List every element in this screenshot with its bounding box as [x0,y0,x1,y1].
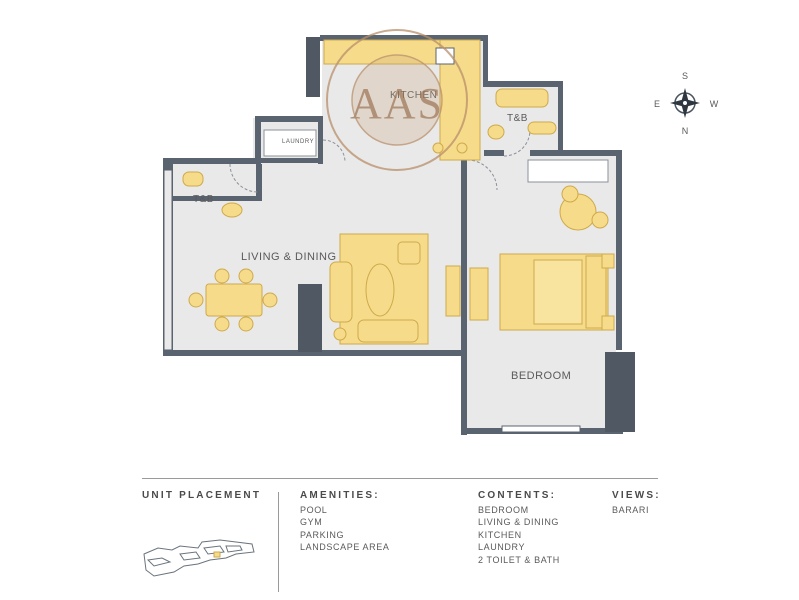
contents-item: LAUNDRY [478,542,526,553]
watermark-seal: AAS [326,29,468,171]
compass-label-e: E [654,99,660,109]
room-label-kitchen: KITCHEN [390,90,437,101]
windows [163,37,635,433]
room-label-bedroom: BEDROOM [511,370,571,382]
compass-label-s: S [682,71,688,81]
compass-label-n: N [682,126,689,136]
site-plan-thumbnail [143,539,255,577]
views-section: VIEWS: BARARI [612,490,661,516]
contents-section: CONTENTS: BEDROOM LIVING & DINING KITCHE… [478,490,560,567]
living-furniture [329,233,461,345]
legend-divider [142,478,658,479]
contents-item: BEDROOM [478,504,529,515]
room-label-tb-main: T&B [193,194,214,205]
watermark-logo: AAS [350,79,444,128]
amenities-heading: AMENITIES: [300,490,380,501]
views-item: BARARI [612,504,650,515]
room-labels: KITCHEN LAUNDRY T&B T&B LIVING & DINING … [193,90,571,382]
amenity-item: LANDSCAPE AREA [300,542,390,553]
bedroom-furniture [469,159,615,331]
compass-label-w: W [710,99,719,109]
room-label-tb-ensuite: T&B [507,113,528,124]
amenities-section: AMENITIES: POOL GYM PARKING LANDSCAPE AR… [300,490,389,554]
contents-item: 2 TOILET & BATH [478,554,560,565]
unit-placement-section: UNIT PLACEMENT [142,490,261,504]
legend-panel: UNIT PLACEMENT AMENITIES: POOL GYM PARKI… [0,470,799,600]
contents-item: LIVING & DINING [478,517,560,528]
compass-rose-icon: S N E W [654,71,719,136]
contents-item: KITCHEN [478,529,522,540]
amenity-item: POOL [300,504,328,515]
kitchen-counters [323,39,481,161]
amenity-item: PARKING [300,529,345,540]
bathroom-fixtures [182,88,557,218]
views-heading: VIEWS: [612,490,661,501]
legend-column-divider [278,492,279,592]
contents-heading: CONTENTS: [478,490,557,501]
room-label-living: LIVING & DINING [241,251,337,263]
unit-placement-heading: UNIT PLACEMENT [142,490,262,501]
room-label-laundry: LAUNDRY [282,139,314,145]
dining-set [188,268,278,332]
floor-plan: KITCHEN LAUNDRY T&B T&B LIVING & DINING … [163,29,719,435]
amenity-item: GYM [300,517,323,528]
